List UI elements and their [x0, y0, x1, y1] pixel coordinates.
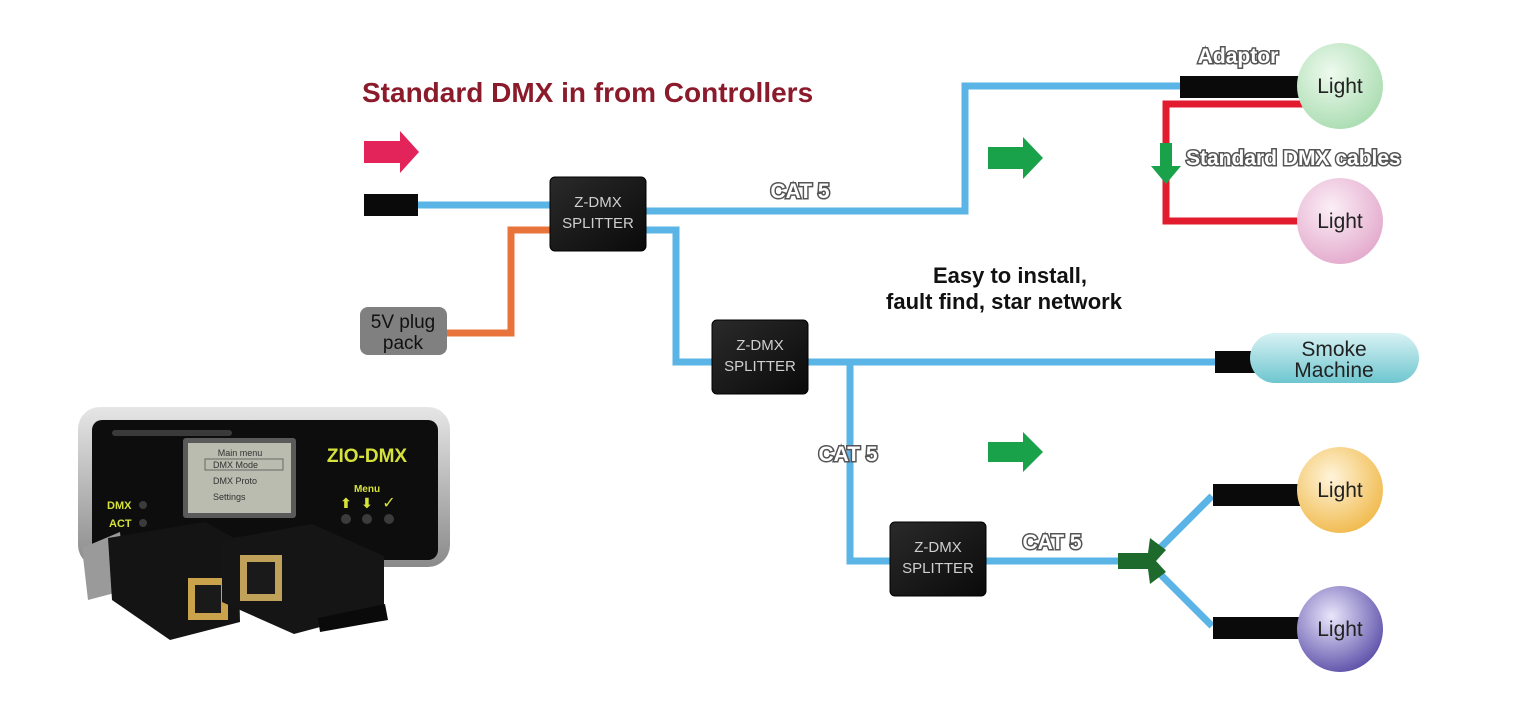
check-icon: ✓: [382, 495, 395, 512]
smoke-machine: Smoke Machine: [1250, 333, 1419, 383]
power-cable: [446, 226, 552, 337]
input-plug: [364, 194, 418, 216]
adaptor-plug: [1180, 76, 1305, 98]
diagram-title: Standard DMX in from Controllers: [362, 77, 813, 108]
lcd-line-3: DMX Proto: [213, 476, 257, 486]
power-label-line2: pack: [383, 333, 424, 354]
select-button: [384, 514, 394, 524]
lcd-line-2: DMX Mode: [213, 460, 258, 470]
orange-light-plug: [1213, 484, 1303, 506]
t-splitter: [1118, 538, 1166, 584]
smoke-label-line1: Smoke: [1301, 338, 1366, 361]
cat5-top-run: [645, 82, 1180, 215]
splitter-3-line1: Z-DMX: [914, 539, 962, 556]
cat5-label-mid: CAT 5: [818, 443, 877, 466]
light-green: Light: [1297, 43, 1383, 129]
branch-to-purple-light: [1157, 571, 1215, 629]
dmx-led-label: DMX: [107, 500, 132, 512]
act-led: [139, 519, 147, 527]
tagline-line1: Easy to install,: [933, 263, 1087, 288]
splitter-3-line2: SPLITTER: [902, 560, 974, 577]
smoke-plug: [1215, 351, 1255, 373]
splitter-1: Z-DMX SPLITTER: [549, 176, 647, 252]
cat5-label-top: CAT 5: [770, 180, 829, 203]
splitter-2-line2: SPLITTER: [724, 358, 796, 375]
splitter-1-line2: SPLITTER: [562, 215, 634, 232]
up-button: [341, 514, 351, 524]
light-pink: Light: [1297, 178, 1383, 264]
light-purple: Light: [1297, 586, 1383, 672]
light-orange-label: Light: [1317, 479, 1363, 502]
splitter-3: Z-DMX SPLITTER: [889, 521, 987, 597]
adaptor-label: Adaptor: [1198, 45, 1279, 68]
menu-label: Menu: [354, 484, 380, 495]
up-arrow-icon: ⬆: [340, 495, 352, 511]
purple-light-plug: [1213, 617, 1303, 639]
lcd-line-1: Main menu: [218, 448, 263, 458]
cat5-down-run: [846, 362, 892, 565]
flow-arrow-top: [988, 137, 1043, 179]
branch-to-orange-light: [1157, 493, 1215, 551]
product-brand: ZIO-DMX: [327, 446, 408, 467]
splitter-2: Z-DMX SPLITTER: [711, 319, 809, 395]
cat5-cables: [418, 82, 1216, 629]
act-led-label: ACT: [109, 518, 132, 530]
dmx-cables-label: Standard DMX cables: [1186, 147, 1401, 170]
flow-arrow-mid: [988, 432, 1043, 472]
cat5-label-low: CAT 5: [1022, 531, 1081, 554]
power-label-line1: 5V plug: [371, 312, 435, 333]
lcd-line-4: Settings: [213, 492, 246, 502]
light-green-label: Light: [1317, 75, 1363, 98]
splitter-1-line1: Z-DMX: [574, 194, 622, 211]
splitter-2-line1: Z-DMX: [736, 337, 784, 354]
down-arrow-dmx: [1151, 143, 1181, 184]
down-button: [362, 514, 372, 524]
smoke-label-line2: Machine: [1294, 359, 1373, 382]
light-pink-label: Light: [1317, 210, 1363, 233]
cat5-to-splitter-2: [645, 226, 712, 366]
down-arrow-icon: ⬇: [361, 495, 373, 511]
dmx-led: [139, 501, 147, 509]
light-purple-label: Light: [1317, 618, 1363, 641]
light-orange: Light: [1297, 447, 1383, 533]
zio-dmx-product-photo: Main menu DMX Mode DMX Proto Settings ZI…: [78, 407, 450, 640]
tagline-line2: fault find, star network: [886, 289, 1123, 314]
power-plug-pack: 5V plug pack: [360, 307, 447, 355]
input-arrow: [364, 131, 419, 173]
